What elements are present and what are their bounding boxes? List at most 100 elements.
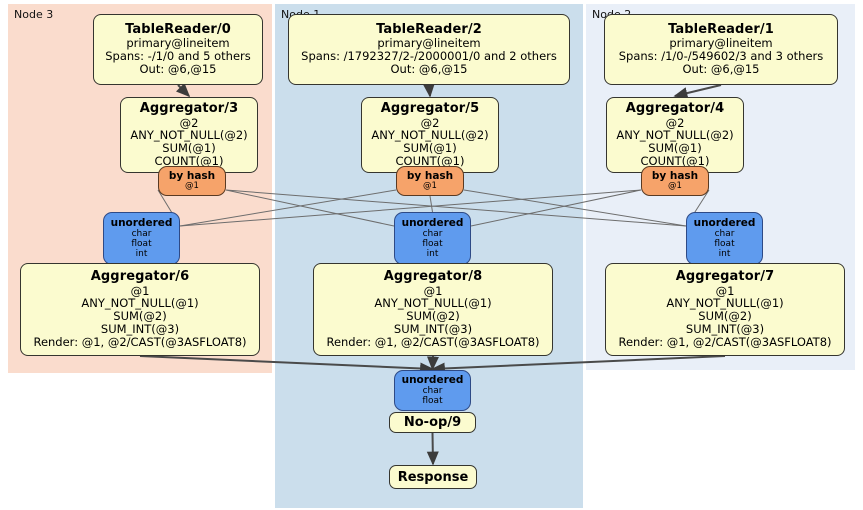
plan-node-noop9[interactable]: No-op/9 [389,412,476,433]
router-type: float [714,239,735,250]
flow-edge [426,355,439,371]
flow-edge [426,432,439,466]
mesh-edge [225,189,395,227]
mesh-edge [179,189,642,227]
plan-node-title: Aggregator/5 [380,100,480,116]
flow-edge [175,82,191,98]
plan-node-detail-line: @1 [130,283,150,298]
plan-node-hash4[interactable]: by hash@1 [641,166,709,196]
flow-edges [139,82,726,466]
plan-node-detail-line: @1 [715,283,735,298]
router-type: int [718,249,731,260]
hash-router-column: @1 [668,181,682,192]
router-type: char [714,229,735,240]
plan-node-detail-line: @1 [423,283,443,298]
router-label: unordered [401,373,464,386]
plan-node-detail-line: @2 [420,115,440,130]
plan-node-hash3[interactable]: by hash@1 [158,166,226,196]
plan-node-title: Aggregator/3 [139,100,239,116]
flow-edge [430,355,726,375]
plan-node-detail-line: Render: @1, @2/CAST(@3ASFLOAT8) [618,335,832,350]
plan-node-detail-line: COUNT(@1) [154,154,224,169]
flow-edge [673,84,722,99]
plan-node-detail-line: SUM_INT(@3) [393,322,473,337]
plan-node-title: Response [397,469,469,485]
plan-node-detail-line: SUM(@1) [648,141,702,156]
plan-node-title: Aggregator/7 [675,269,775,285]
plan-node-detail-line: Spans: /1792327/2-/2000001/0 and 2 other… [301,49,557,64]
plan-node-title: TableReader/2 [376,21,482,37]
plan-node-detail-line: ANY_NOT_NULL(@2) [616,128,734,143]
mesh-edge [179,189,397,227]
plan-node-detail-line: SUM(@1) [162,141,216,156]
router-type: int [426,249,439,260]
router-label: unordered [110,216,173,229]
plan-node-detail-line: SUM(@1) [403,141,457,156]
router-label: unordered [401,216,464,229]
plan-node-detail-line: SUM(@2) [698,309,752,324]
hash-router-label: by hash [651,169,699,182]
mesh-edge [225,189,687,227]
router-label: unordered [693,216,756,229]
router-type: char [422,386,443,397]
plan-node-detail-line: @2 [179,115,199,130]
mesh-edge [463,189,687,227]
router-type: float [422,239,443,250]
plan-node-detail-line: Out: @6,@15 [390,62,468,77]
router-type: char [131,229,152,240]
plan-node-hash5[interactable]: by hash@1 [396,166,464,196]
plan-node-response[interactable]: Response [389,465,477,489]
node-panel-label-node3: Node 3 [14,8,54,21]
plan-node-detail-line: COUNT(@1) [395,154,465,169]
plan-node-detail-line: ANY_NOT_NULL(@2) [371,128,489,143]
hash-router-column: @1 [423,181,437,192]
router-type: float [422,396,443,407]
plan-node-title: TableReader/0 [125,21,231,37]
plan-node-detail-line: primary@lineitem [126,36,230,51]
plan-node-title: Aggregator/4 [625,100,725,116]
plan-node-detail-line: SUM(@2) [406,309,460,324]
router-type: float [131,239,152,250]
plan-node-title: No-op/9 [403,415,462,430]
plan-node-detail-line: primary@lineitem [377,36,481,51]
plan-node-detail-line: ANY_NOT_NULL(@2) [130,128,248,143]
flow-edge [422,83,435,98]
flow-edge [139,355,435,375]
mesh-edge [429,195,433,213]
plan-node-detail-line: COUNT(@1) [640,154,710,169]
router-type: char [422,229,443,240]
plan-node-detail-line: SUM_INT(@3) [685,322,765,337]
router-type: int [135,249,148,260]
plan-node-detail-line: Spans: /1/0-/549602/3 and 3 others [618,49,824,64]
plan-node-detail-line: SUM(@2) [113,309,167,324]
plan-node-detail-line: Spans: -/1/0 and 5 others [105,49,251,64]
hash-router-column: @1 [185,181,199,192]
mesh-edge [470,189,642,227]
plan-node-title: Aggregator/6 [90,269,190,285]
plan-node-title: Aggregator/8 [383,269,483,285]
plan-node-detail-line: Render: @1, @2/CAST(@3ASFLOAT8) [33,335,247,350]
plan-node-detail-line: Out: @6,@15 [682,62,760,77]
hash-router-label: by hash [168,169,216,182]
plan-node-detail-line: primary@lineitem [669,36,773,51]
hash-router-label: by hash [406,169,454,182]
plan-node-detail-line: Out: @6,@15 [139,62,217,77]
plan-node-detail-line: ANY_NOT_NULL(@1) [666,296,784,311]
plan-node-detail-line: Render: @1, @2/CAST(@3ASFLOAT8) [326,335,540,350]
plan-node-detail-line: @2 [665,115,685,130]
plan-node-title: TableReader/1 [668,21,774,37]
